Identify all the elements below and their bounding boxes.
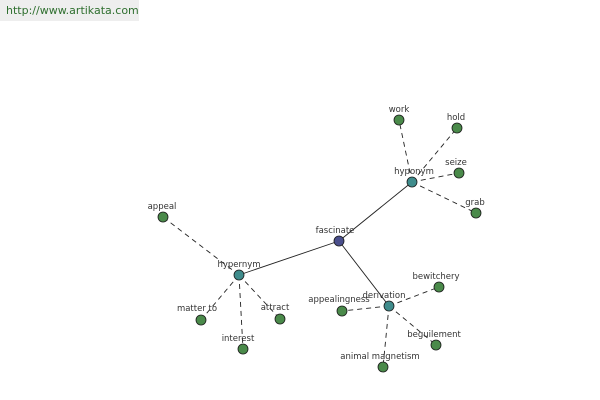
relation-label: derivation	[362, 291, 405, 301]
term-node[interactable]	[336, 305, 348, 317]
edge-hypernym-term	[238, 274, 281, 320]
term-label: bewitchery	[412, 272, 459, 282]
term-node[interactable]	[393, 114, 405, 126]
relation-node-hyponym[interactable]	[406, 176, 418, 188]
term-label: grab	[465, 198, 485, 208]
term-label: matter to	[177, 304, 217, 314]
term-label: work	[389, 105, 410, 115]
term-node[interactable]	[274, 313, 286, 325]
edge-root-hyponym	[338, 181, 413, 242]
edge-derivation-term	[382, 305, 390, 368]
term-node[interactable]	[237, 343, 249, 355]
term-node[interactable]	[157, 211, 169, 223]
term-node[interactable]	[453, 167, 465, 179]
relation-node-hypernym[interactable]	[233, 269, 245, 281]
term-node[interactable]	[195, 314, 207, 326]
term-label: seize	[445, 158, 467, 168]
edge-hyponym-term	[411, 181, 477, 214]
edge-hyponym-term	[411, 172, 460, 183]
edge-root-derivation	[338, 240, 390, 307]
edge-derivation-term	[388, 305, 437, 346]
edge-hyponym-term	[398, 119, 413, 183]
relation-label: hyponym	[394, 167, 434, 177]
term-node[interactable]	[470, 207, 482, 219]
term-label: appeal	[148, 202, 177, 212]
term-label: hold	[447, 113, 465, 123]
term-node[interactable]	[433, 281, 445, 293]
root-label: fascinate	[316, 226, 355, 236]
term-label: animal magnetism	[340, 352, 419, 362]
root-node[interactable]	[333, 235, 345, 247]
term-label: beguilement	[407, 330, 461, 340]
term-node[interactable]	[430, 339, 442, 351]
term-node[interactable]	[451, 122, 463, 134]
source-url[interactable]: http://www.artikata.com	[0, 0, 139, 21]
edge-hypernym-term	[200, 274, 240, 321]
relation-label: hypernym	[217, 260, 260, 270]
edge-hypernym-term	[238, 274, 244, 350]
relation-node-derivation[interactable]	[383, 300, 395, 312]
term-label: appealingness	[308, 295, 370, 305]
edge-hypernym-term	[162, 216, 240, 276]
term-label: attract	[261, 303, 290, 313]
edge-hyponym-term	[411, 127, 458, 183]
term-node[interactable]	[377, 361, 389, 373]
edge-derivation-term	[341, 305, 390, 312]
term-label: interest	[222, 334, 255, 344]
edge-root-hypernym	[238, 240, 340, 276]
